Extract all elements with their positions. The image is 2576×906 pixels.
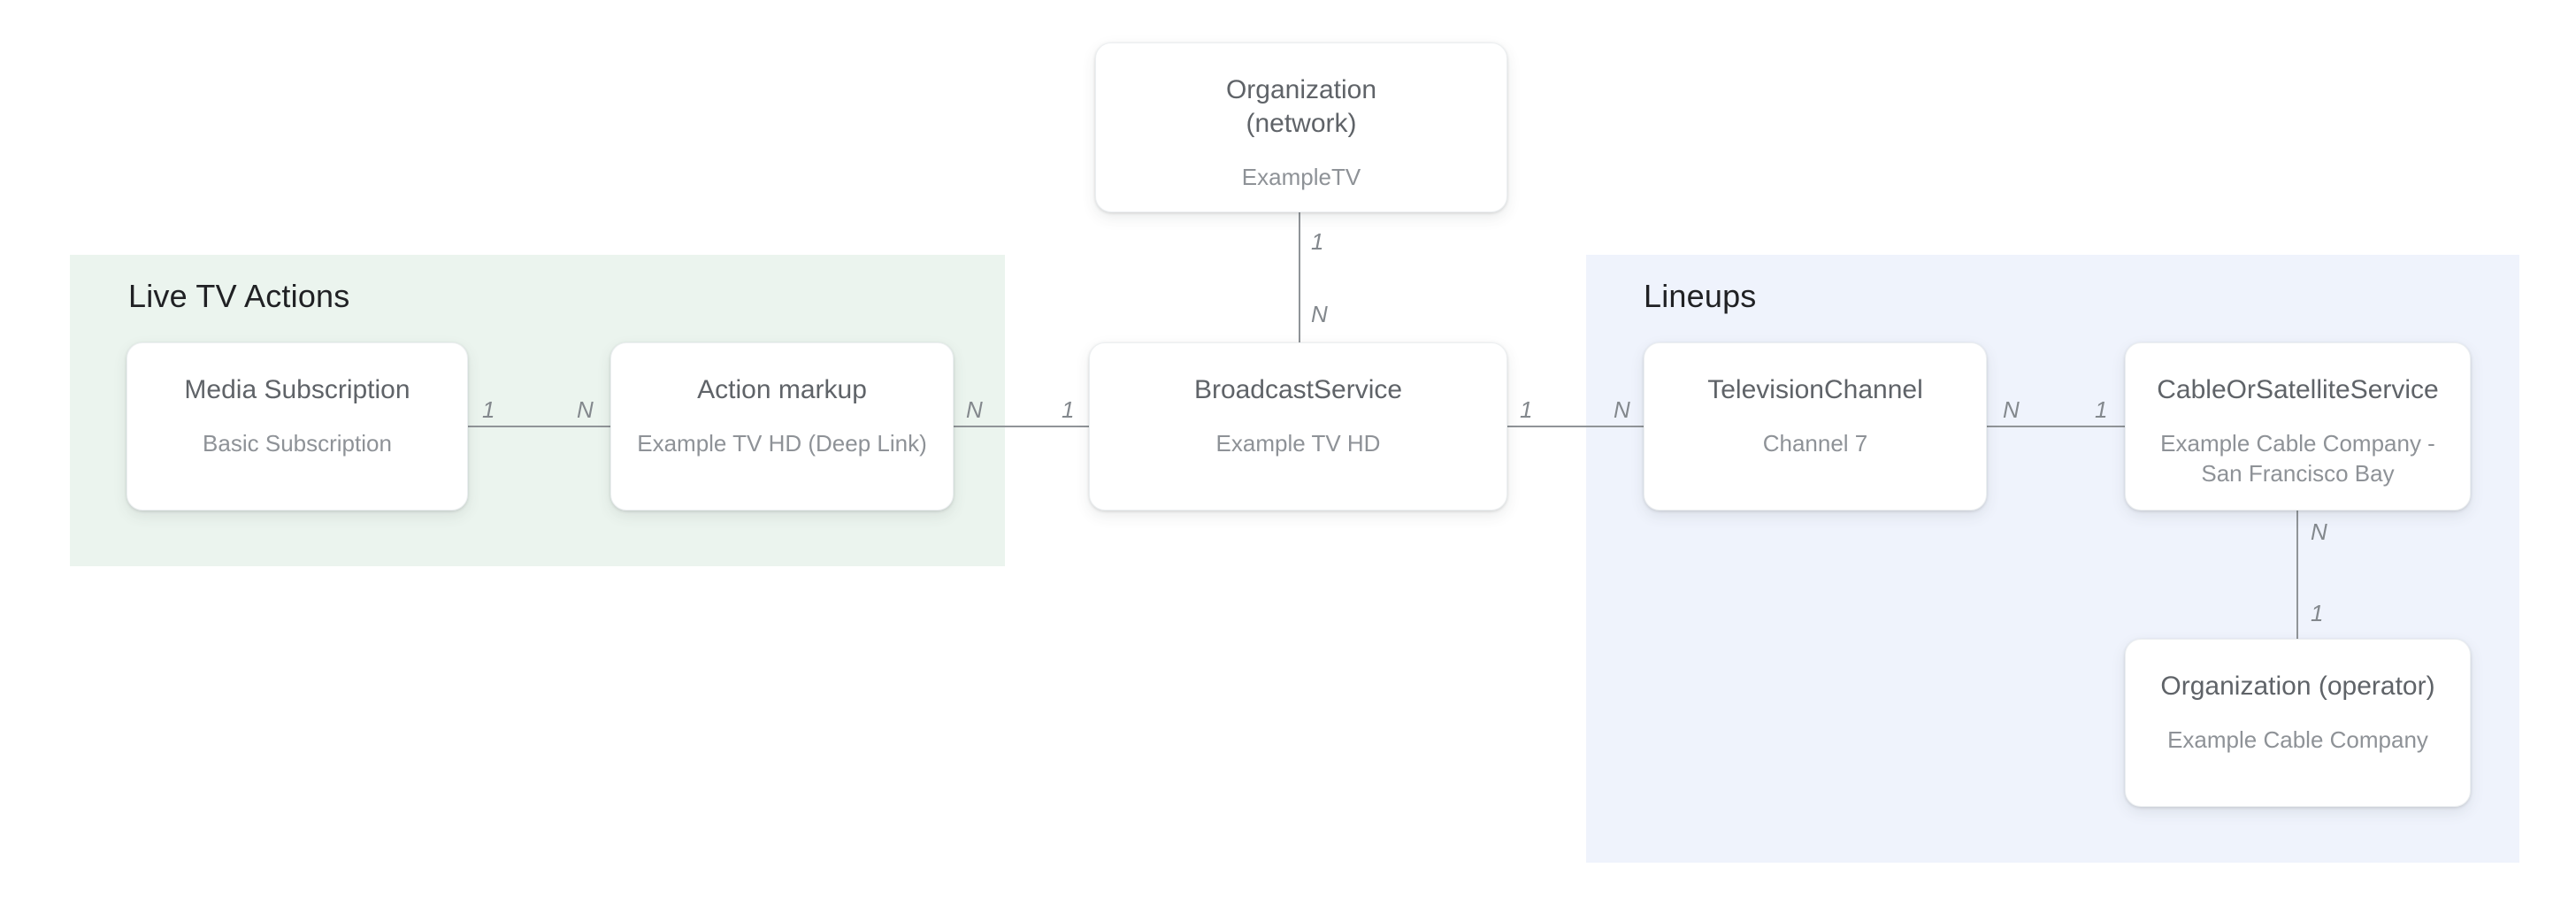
cardinality-label: N xyxy=(577,396,594,423)
node-cable-or-satellite-service: CableOrSatelliteService Example Cable Co… xyxy=(2125,342,2471,511)
connector-org-network-to-broadcast-service xyxy=(1299,212,1300,342)
node-television-channel: TelevisionChannel Channel 7 xyxy=(1644,342,1987,511)
node-title-line: (network) xyxy=(1246,109,1357,138)
node-title-line: BroadcastService xyxy=(1193,375,1403,404)
cardinality-label: 1 xyxy=(1062,396,1075,423)
node-title-line: Media Subscription xyxy=(184,375,410,404)
node-title-line: Action markup xyxy=(697,375,867,404)
connector-television-channel-to-cable-service xyxy=(1987,426,2125,427)
cardinality-label: 1 xyxy=(1311,228,1324,255)
node-subtitle-line: Example TV HD (Deep Link) xyxy=(637,430,927,457)
node-title-line: CableOrSatelliteService xyxy=(2157,375,2439,404)
connector-broadcast-service-to-television-channel xyxy=(1507,426,1644,427)
cardinality-label: N xyxy=(966,396,983,423)
node-subtitle-line: Channel 7 xyxy=(1762,430,1868,457)
cardinality-label: 1 xyxy=(1520,396,1533,423)
node-subtitle-line: Example Cable Company - xyxy=(2160,430,2435,457)
node-subtitle-line: Example Cable Company xyxy=(2167,726,2428,753)
cardinality-label: N xyxy=(2311,518,2327,545)
node-action-markup: Action markup Example TV HD (Deep Link) xyxy=(610,342,954,511)
node-broadcast-service: BroadcastService Example TV HD xyxy=(1089,342,1507,511)
connector-cable-service-to-org-operator xyxy=(2296,511,2298,639)
cardinality-label: 1 xyxy=(482,396,495,423)
node-organization-operator: Organization (operator) Example Cable Co… xyxy=(2125,639,2471,807)
node-organization-network: Organization (network) ExampleTV xyxy=(1095,42,1507,212)
node-subtitle-line: San Francisco Bay xyxy=(2201,460,2395,487)
connector-action-markup-to-broadcast-service xyxy=(954,426,1089,427)
cardinality-label: 1 xyxy=(2095,396,2108,423)
node-subtitle-line: Basic Subscription xyxy=(203,430,392,457)
connector-media-subscription-to-action-markup xyxy=(468,426,610,427)
node-subtitle-line: Example TV HD xyxy=(1215,430,1381,457)
node-title-line: TelevisionChannel xyxy=(1707,375,1923,404)
section-title-lineups: Lineups xyxy=(1644,278,1757,314)
node-subtitle-line: ExampleTV xyxy=(1241,164,1361,190)
cardinality-label: N xyxy=(2003,396,2020,423)
node-media-subscription: Media Subscription Basic Subscription xyxy=(126,342,468,511)
node-title-line: Organization xyxy=(1225,75,1377,104)
cardinality-label: N xyxy=(1311,301,1328,327)
section-title-live-tv-actions: Live TV Actions xyxy=(128,278,350,314)
node-title-line: Organization (operator) xyxy=(2160,672,2435,701)
cardinality-label: 1 xyxy=(2311,600,2324,626)
cardinality-label: N xyxy=(1614,396,1630,423)
